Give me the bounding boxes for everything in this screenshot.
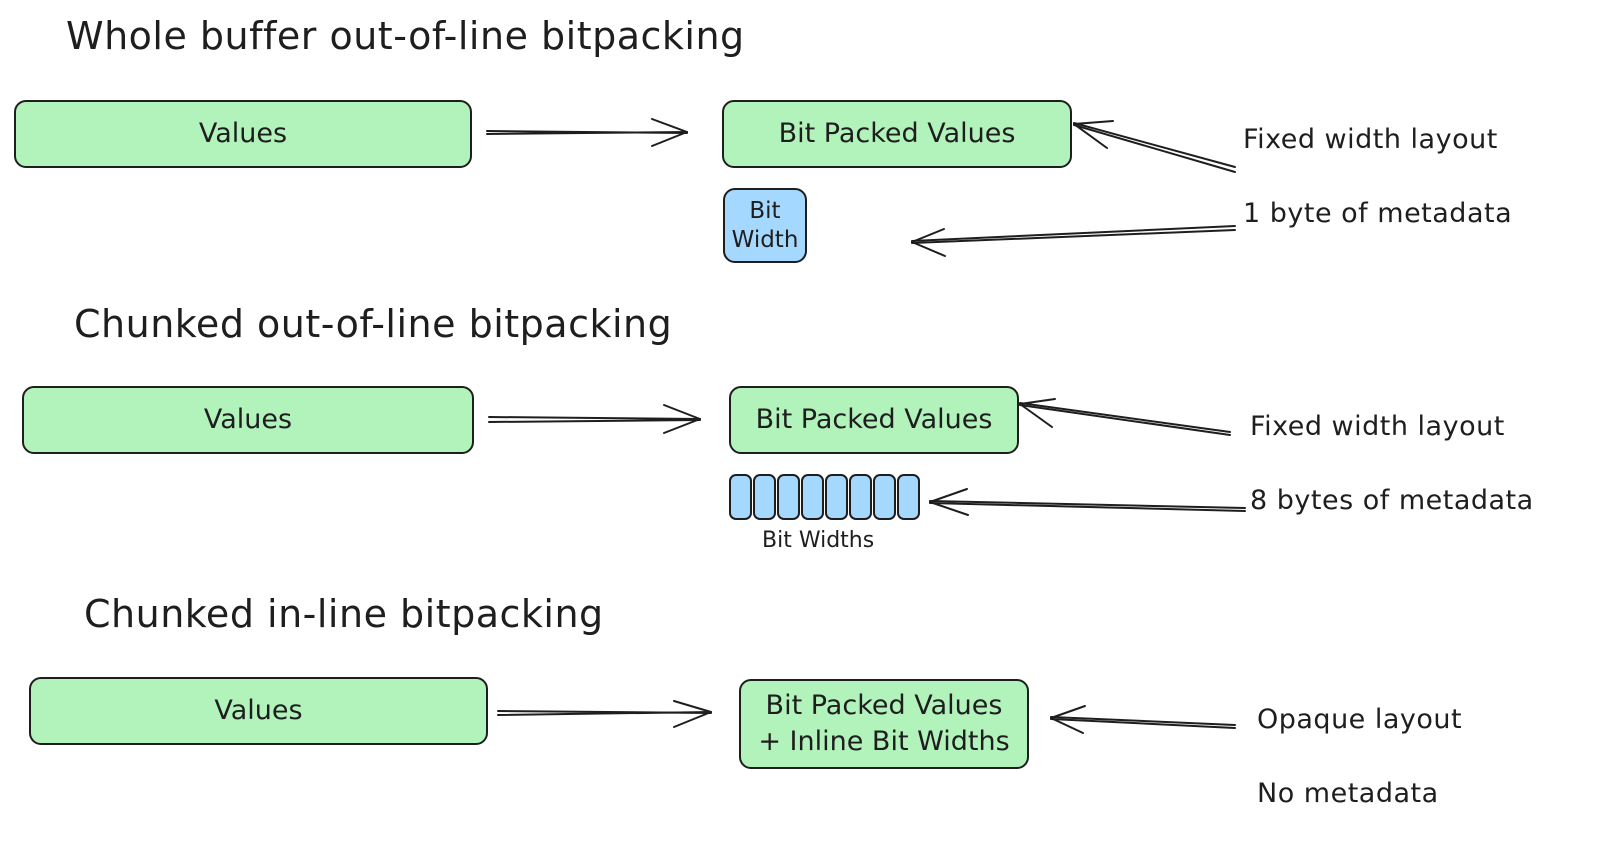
bit-width-chunk xyxy=(897,474,920,520)
section-3-metadata-note: No metadata xyxy=(1257,778,1439,809)
section-3-packed-label: Bit Packed Values + Inline Bit Widths xyxy=(758,689,1010,757)
section-1-layout-note: Fixed width layout xyxy=(1243,124,1498,155)
section-1-packed-label: Bit Packed Values xyxy=(778,118,1016,150)
section-1-metadata-note: 1 byte of metadata xyxy=(1243,198,1513,229)
section-1-bit-width-label: Bit Width xyxy=(731,197,799,253)
section-3-layout-note: Opaque layout xyxy=(1257,704,1463,735)
bit-width-chunk xyxy=(801,474,824,520)
section-3-values-box: Values xyxy=(29,677,488,745)
section-3-values-label: Values xyxy=(214,695,303,727)
section-3-packed-box: Bit Packed Values + Inline Bit Widths xyxy=(739,679,1029,769)
section-2-packed-label: Bit Packed Values xyxy=(755,404,993,436)
section-3-layout-arrow xyxy=(1050,705,1236,734)
section-2-packed-box: Bit Packed Values xyxy=(729,386,1019,454)
section-2-encode-arrow xyxy=(488,404,701,434)
section-1-layout-arrow xyxy=(1073,120,1236,173)
section-3-encode-arrow xyxy=(497,700,712,728)
section-2-metadata-arrow xyxy=(929,488,1246,516)
section-2-bit-widths-label: Bit Widths xyxy=(762,528,875,553)
bit-width-chunk xyxy=(777,474,800,520)
section-1-bit-width-box: Bit Width xyxy=(723,188,807,263)
section-2-layout-arrow xyxy=(1019,398,1231,436)
section-2-metadata-note: 8 bytes of metadata xyxy=(1250,485,1534,516)
section-1-values-box: Values xyxy=(14,100,472,168)
bit-width-chunk xyxy=(825,474,848,520)
section-3-title: Chunked in-line bitpacking xyxy=(84,592,604,636)
section-2-values-box: Values xyxy=(22,386,474,454)
section-2-values-label: Values xyxy=(203,404,293,436)
section-1-title: Whole buffer out-of-line bitpacking xyxy=(66,14,745,58)
section-1-packed-box: Bit Packed Values xyxy=(722,100,1072,168)
section-1-values-label: Values xyxy=(198,118,288,150)
bit-width-chunk xyxy=(729,474,752,520)
bit-width-chunk xyxy=(753,474,776,520)
section-1-encode-arrow xyxy=(486,118,688,147)
bit-width-chunk xyxy=(849,474,872,520)
section-2-layout-note: Fixed width layout xyxy=(1250,411,1505,442)
bit-width-chunk xyxy=(873,474,896,520)
section-2-title: Chunked out-of-line bitpacking xyxy=(74,302,673,346)
section-1-metadata-arrow xyxy=(911,225,1236,257)
